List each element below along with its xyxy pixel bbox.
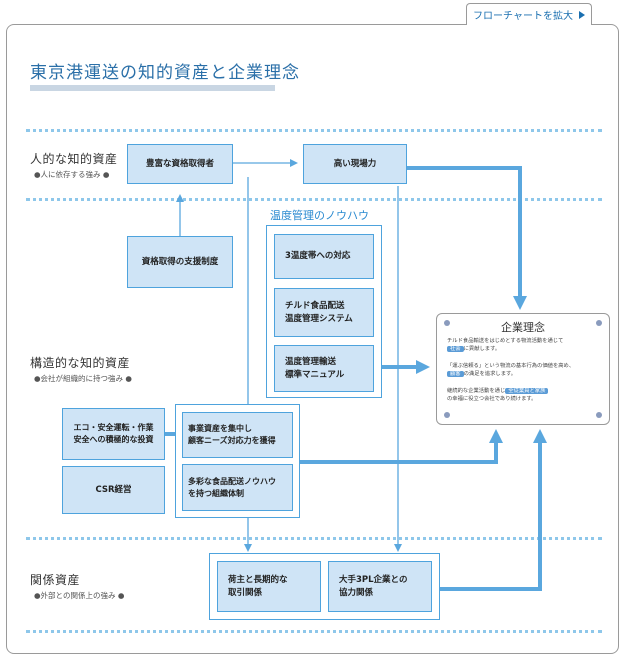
philosophy-line-2-text: 「運ぶ信頼る」という物流の基本行為の価値を高め、 (447, 363, 575, 369)
box-shipper-relationship: 荷主と長期的な 取引関係 (217, 561, 321, 612)
philosophy-line-2: 「運ぶ信頼る」という物流の基本行為の価値を高め、 顧客の満足を追求します。 (447, 362, 605, 378)
philosophy-line-1-text: チルド食品輸送をはじめとする物流活動を通じて (447, 338, 564, 344)
category-human-sub: ●人に依存する強み ● (34, 170, 110, 179)
box-chilled-temp-system: チルド食品配送 温度管理システム (274, 288, 374, 337)
philosophy-line-3-end: の幸福に役立つ会社であり続けます。 (447, 396, 537, 403)
box-qualified-staff: 豊富な資格取得者 (127, 144, 233, 184)
philosophy-line-3: 継続的な企業活動を通じ全従業員と家族 の幸福に役立つ会社であり続けます。 (447, 387, 605, 403)
philosophy-line-1-end: に貢献します。 (463, 346, 501, 353)
arrow-structural-to-philosophy (300, 429, 503, 464)
philosophy-card (436, 313, 610, 425)
separator-bottom (26, 630, 602, 633)
box-3pl-partnership: 大手3PL企業との 協力関係 (328, 561, 432, 612)
expand-flowchart-tab[interactable]: フローチャートを拡大 (466, 3, 592, 25)
box-qualification-support: 資格取得の支援制度 (127, 236, 233, 288)
box-temp-transport-manual: 温度管理輸送 標準マニュアル (274, 345, 374, 392)
philosophy-title: 企業理念 (501, 321, 545, 334)
category-structural-title: 構造的な知的資産 (30, 356, 131, 370)
page-title: 東京港運送の知的資産と企業理念 (30, 63, 300, 83)
box-food-delivery-knowhow: 多彩な食品配送ノウハウ を持つ組織体制 (182, 464, 293, 511)
box-three-temp-zones: 3温度帯への対応 (274, 234, 374, 279)
title-underline (30, 85, 275, 91)
play-triangle-icon (578, 10, 585, 19)
pin-icon (596, 412, 602, 418)
box-eco-safety-investment: エコ・安全運転・作業 安全への積極的な投資 (62, 408, 165, 460)
separator-structural (26, 537, 602, 540)
category-relational-title: 関係資産 (30, 573, 81, 587)
philosophy-highlight-employees: 全従業員と家族 (505, 388, 549, 394)
box-business-focus: 事業資産を集中し 顧客ニーズ対応力を獲得 (182, 412, 293, 458)
category-relational-sub: ●外部との関係上の強み ● (34, 591, 125, 600)
philosophy-highlight-society: 社会 (447, 346, 464, 353)
box-strong-site: 高い現場力 (303, 144, 407, 184)
separator-human (26, 198, 602, 201)
box-csr: CSR経営 (62, 466, 165, 514)
philosophy-line-1: チルド食品輸送をはじめとする物流活動を通じて 社会に貢献します。 (447, 337, 605, 353)
arrow-partner-to-philosophy (440, 429, 547, 591)
pin-icon (444, 320, 450, 326)
philosophy-line-3-text: 継続的な企業活動を通じ (447, 388, 506, 394)
separator-top (26, 129, 602, 132)
pin-icon (596, 320, 602, 326)
philosophy-line-2-end: の満足を追求します。 (463, 371, 517, 378)
arrow-site-to-philosophy (407, 166, 527, 310)
category-human-title: 人的な知的資産 (30, 152, 118, 166)
temp-group-title: 温度管理のノウハウ (270, 209, 369, 222)
pin-icon (444, 412, 450, 418)
expand-flowchart-label: フローチャートを拡大 (473, 11, 573, 22)
philosophy-highlight-customer: 顧客 (447, 371, 464, 378)
category-structural-sub: ●会社が組織的に持つ強み ● (34, 374, 132, 383)
